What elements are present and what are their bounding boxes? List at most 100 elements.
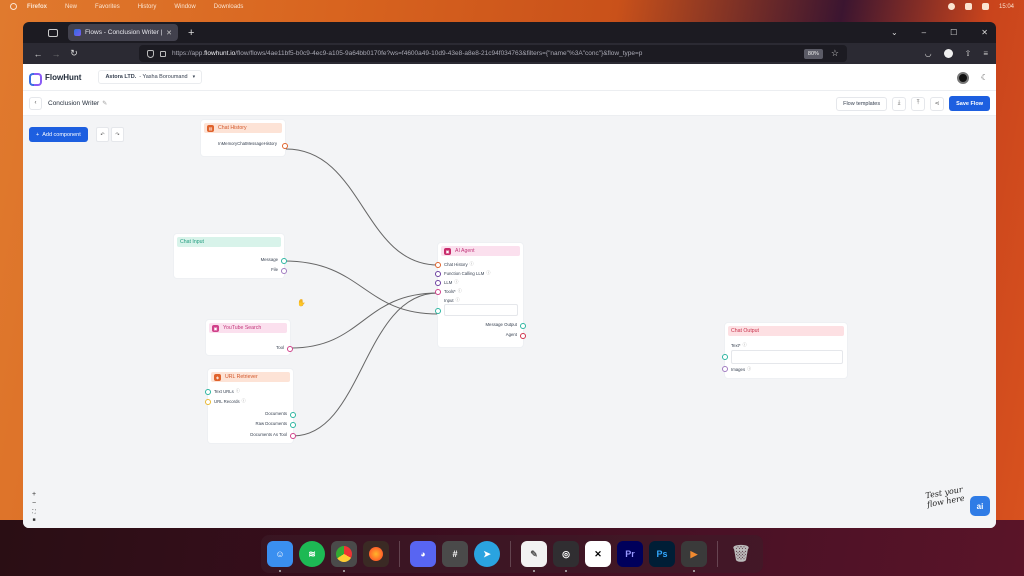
flow-templates-button[interactable]: Flow templates (836, 96, 888, 111)
upload-icon[interactable]: ⤒ (911, 96, 926, 111)
flow-canvas[interactable]: +Add component ↶ ↷ ▤ Chat History InMemo… (23, 116, 996, 528)
address-bar[interactable]: https://app.flowhunt.io/flow/flows/4ae11… (139, 45, 847, 62)
dock-chrome-icon[interactable] (331, 541, 357, 572)
menu-icon[interactable]: ≡ (983, 49, 988, 58)
dock-infuse-icon[interactable]: ▶ (681, 541, 707, 572)
tracking-shield-icon[interactable] (147, 49, 154, 58)
dock-slack-icon[interactable]: # (442, 541, 468, 567)
node-youtube-search[interactable]: ▣ YouTube Search Tool (206, 320, 293, 355)
pocket-icon[interactable]: ◡ (924, 49, 932, 58)
dock-spotify-icon[interactable]: ≋ (299, 541, 325, 567)
share-icon[interactable]: ⋖ (930, 96, 945, 111)
info-icon[interactable]: ⓘ (235, 388, 240, 393)
dock-telegram-icon[interactable]: ➤ (474, 541, 500, 567)
input-port-handle[interactable] (722, 354, 728, 360)
zoom-in-icon[interactable]: + (31, 491, 37, 498)
record-icon[interactable] (947, 3, 955, 10)
output-port-handle[interactable] (290, 422, 296, 428)
menubar-app-name[interactable]: Firefox (27, 3, 48, 10)
account-icon[interactable] (943, 49, 953, 58)
info-icon[interactable]: ⓘ (457, 288, 462, 293)
input-port-handle[interactable] (435, 280, 441, 286)
menubar-window[interactable]: Window (174, 3, 196, 10)
apple-menu-icon[interactable] (10, 3, 17, 10)
input-port-handle[interactable] (205, 389, 211, 395)
output-port-handle[interactable] (290, 433, 296, 439)
menubar-downloads[interactable]: Downloads (213, 3, 244, 10)
input-port-handle[interactable] (435, 308, 441, 314)
info-icon[interactable]: ⓘ (455, 297, 460, 302)
fit-view-icon[interactable]: ⛶ (32, 509, 36, 515)
notification-icon[interactable] (964, 3, 972, 10)
input-port-handle[interactable] (205, 399, 211, 405)
new-tab-button[interactable]: + (188, 26, 195, 39)
menubar-new[interactable]: New (65, 3, 78, 10)
dock-obs-icon[interactable]: ◎ (553, 541, 579, 572)
extensions-icon[interactable]: ⇧ (964, 49, 972, 58)
info-icon[interactable]: ⓘ (454, 279, 459, 284)
info-icon[interactable]: ⓘ (747, 366, 752, 371)
input-port-handle[interactable] (435, 262, 441, 268)
info-icon[interactable]: ⓘ (486, 270, 491, 275)
back-button[interactable]: ‹ (29, 96, 42, 110)
tab-close-icon[interactable]: ✕ (166, 29, 172, 37)
minimize-button[interactable]: – (921, 28, 927, 37)
output-port-handle[interactable] (290, 412, 296, 418)
node-chat-history[interactable]: ▤ Chat History InMemoryChatMessageHistor… (201, 120, 288, 156)
url-text[interactable]: https://app.flowhunt.io/flow/flows/4ae11… (172, 50, 804, 57)
dark-mode-moon-icon[interactable]: ☾ (980, 73, 988, 82)
lock-canvas-icon[interactable]: ■ (32, 517, 36, 523)
dock-firefox-icon[interactable] (363, 541, 389, 567)
dock-textedit-icon[interactable]: ✎ (521, 541, 547, 572)
node-chat-input[interactable]: Chat Input Message File (174, 234, 287, 278)
dock-premiere-icon[interactable]: Pr (617, 541, 643, 567)
output-port-handle[interactable] (520, 333, 526, 339)
workspace-selector[interactable]: Astora LTD. - Yasha Boroumand ▾ (98, 70, 203, 84)
output-port-handle[interactable] (281, 258, 287, 264)
add-component-button[interactable]: +Add component (29, 127, 88, 142)
clock[interactable]: 15:04 (998, 3, 1014, 10)
dock-trash-icon[interactable]: 🗑 (730, 546, 752, 563)
input-port-handle[interactable] (435, 289, 441, 295)
dock-discord-icon[interactable]: ◕ (410, 541, 436, 567)
tab-list-icon[interactable] (48, 28, 58, 37)
output-port-handle[interactable] (287, 346, 293, 352)
output-port-handle[interactable] (282, 143, 288, 149)
chat-test-button[interactable]: ai (970, 496, 990, 516)
bookmark-star-icon[interactable]: ☆ (830, 48, 839, 58)
download-icon[interactable]: ⤓ (892, 96, 907, 111)
lock-icon[interactable] (160, 50, 166, 57)
tab-overflow-chevron-icon[interactable]: ⌄ (890, 28, 898, 37)
redo-icon[interactable]: ↷ (111, 127, 124, 142)
input-port-handle[interactable] (435, 271, 441, 277)
battery-icon[interactable] (981, 3, 989, 10)
maximize-button[interactable]: ☐ (950, 28, 958, 37)
dock-photoshop-icon[interactable]: Ps (649, 541, 675, 567)
dock-capcut-icon[interactable]: ✕ (585, 541, 611, 567)
close-window-button[interactable]: ✕ (981, 28, 988, 37)
edit-pencil-icon[interactable]: ✎ (102, 100, 108, 107)
chat-output-text-field[interactable] (731, 350, 843, 364)
zoom-level-badge[interactable]: 80% (803, 48, 823, 59)
menubar-history[interactable]: History (137, 3, 157, 10)
input-port-handle[interactable] (722, 366, 728, 372)
agent-input-field[interactable] (444, 304, 518, 316)
output-port-handle[interactable] (520, 323, 526, 329)
info-icon[interactable]: ⓘ (742, 342, 747, 347)
menubar-favorites[interactable]: Favorites (95, 3, 120, 10)
dock-finder-icon[interactable]: ☺ (267, 541, 293, 572)
flowhunt-logo[interactable]: FlowHunt (29, 72, 81, 86)
output-port-handle[interactable] (281, 268, 287, 274)
info-icon[interactable]: ⓘ (241, 398, 246, 403)
undo-icon[interactable]: ↶ (96, 127, 109, 142)
back-arrow-icon[interactable]: ← (33, 48, 43, 59)
save-flow-button[interactable]: Save Flow (949, 96, 990, 111)
reload-icon[interactable]: ↻ (70, 48, 78, 58)
info-icon[interactable]: ⓘ (469, 261, 474, 266)
forward-arrow-icon[interactable]: → (51, 48, 61, 59)
user-avatar[interactable] (956, 71, 969, 84)
zoom-out-icon[interactable]: − (31, 500, 37, 507)
